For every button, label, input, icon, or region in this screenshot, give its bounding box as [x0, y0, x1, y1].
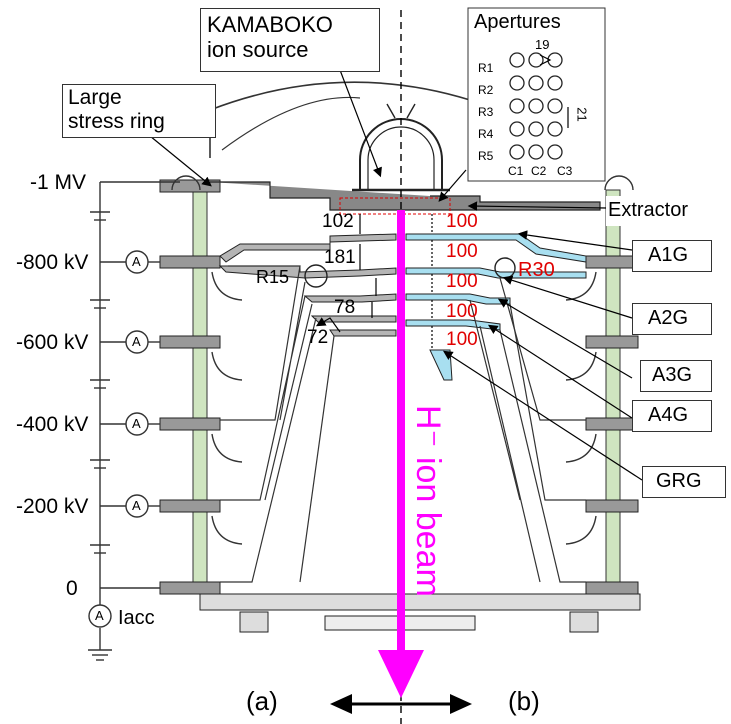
extractor-label: Extractor [608, 199, 689, 221]
aperture-pitch-side-label: 21 [574, 107, 590, 122]
aperture-row-r1: R1 [478, 61, 494, 75]
gap-label-right: 100 [446, 211, 478, 232]
a2g-label-box [632, 303, 712, 335]
a1g-label: A1G [648, 244, 689, 266]
voltage-label-0: 0 [66, 577, 78, 600]
vessel-base [199, 593, 641, 611]
base-foot [569, 611, 599, 633]
current-label: Iacc [118, 607, 155, 629]
stress-ring-label-box [62, 84, 216, 138]
ion-beam-arrowhead [378, 650, 424, 698]
a3g-label-box [640, 360, 712, 392]
ion-source-label: KAMABOKO ion source [207, 12, 333, 63]
gap-dimensions-left [359, 214, 377, 318]
stage-flanges [159, 179, 639, 595]
ammeter-symbol: A [132, 498, 141, 513]
vessel-dome [209, 81, 471, 180]
grids-left [218, 233, 397, 337]
radius-circle-left [304, 264, 328, 288]
a2g-label: A2G [648, 307, 689, 329]
grids-right [405, 233, 587, 381]
aperture-pitch-marker [539, 54, 569, 128]
aperture-row-r4: R4 [478, 127, 494, 141]
corona-shields [171, 175, 634, 545]
gap-label-right: 100 [446, 301, 478, 322]
arrow-left-head [330, 694, 352, 714]
voltage-label-800kv: -800 kV [16, 251, 89, 274]
extractor-plate [210, 181, 601, 211]
apertures-box [467, 7, 606, 182]
aperture-holes [509, 52, 563, 160]
insulator-right [605, 189, 621, 591]
aperture-pitch-label: 19 [535, 37, 550, 52]
voltage-label-600kv: -600 kV [16, 331, 89, 354]
ammeter-icon [125, 250, 149, 274]
stress-ring-label: Large stress ring [68, 86, 165, 134]
radius-label-left: R15 [256, 267, 290, 287]
gap-label-right: 100 [446, 329, 478, 350]
ammeter-icon [125, 330, 149, 354]
ammeter-symbol: A [95, 608, 104, 623]
ion-beam-label: H⁻ ion beam [409, 405, 447, 597]
a4g-label: A4G [648, 404, 689, 426]
gap-label-left: 181 [324, 247, 356, 268]
aperture-col-c2: C2 [531, 164, 547, 178]
a4g-label-box [632, 400, 712, 432]
ammeter-symbol: A [132, 334, 141, 349]
voltage-label-400kv: -400 kV [16, 413, 89, 436]
gap-label-right: 100 [446, 271, 478, 292]
apertures-title: Apertures [474, 11, 561, 33]
voltage-divider [88, 181, 180, 661]
extraction-region [339, 197, 451, 215]
radius-label-right: R30 [518, 259, 555, 281]
grid-supports-left [220, 265, 335, 583]
base-foot [239, 611, 269, 633]
grg-label: GRG [656, 470, 702, 492]
gap-label-left: 78 [334, 297, 356, 318]
grid-supports-right [469, 277, 586, 583]
aperture-col-c3: C3 [557, 164, 573, 178]
ion-beam-shaft [397, 210, 405, 650]
ammeters [88, 250, 149, 628]
a1g-label-box [632, 240, 712, 272]
aperture-row-r5: R5 [478, 149, 494, 163]
panel-label-a: (a) [246, 686, 278, 716]
arrow-right-head [450, 694, 472, 714]
ammeter-icon [125, 412, 149, 436]
aperture-row-r3: R3 [478, 105, 494, 119]
gap-label-left: 102 [322, 211, 354, 232]
ion-source-label-box [200, 8, 380, 72]
insulator-left [192, 179, 208, 591]
grg-label-box [642, 466, 726, 498]
a3g-label: A3G [652, 364, 693, 386]
aperture-col-c1: C1 [508, 164, 524, 178]
extractor-label-box [606, 196, 730, 226]
vessel-dome-inner [221, 96, 361, 151]
ammeter-icon [125, 494, 149, 518]
voltage-label-200kv: -200 kV [16, 495, 89, 518]
gap-label-right: 100 [446, 241, 478, 262]
ammeter-icon [88, 604, 112, 628]
ammeter-symbol: A [132, 416, 141, 431]
ammeter-symbol: A [132, 254, 141, 269]
voltage-label-1mv: -1 MV [30, 171, 87, 194]
panel-label-b: (b) [508, 686, 540, 716]
gap-label-left: 72 [307, 327, 329, 348]
aperture-row-r2: R2 [478, 83, 494, 97]
